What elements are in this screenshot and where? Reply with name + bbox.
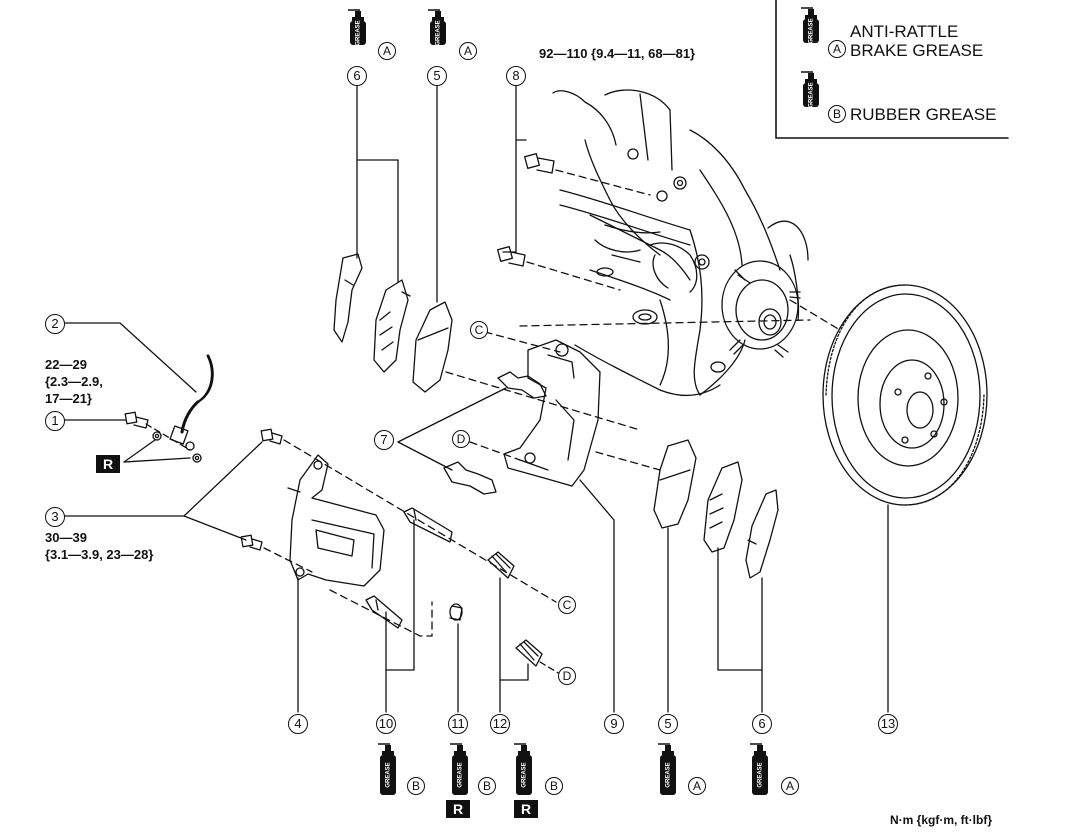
grease-a-symbol: A [459, 42, 477, 60]
replace-mark: R [96, 455, 120, 473]
grease-a-symbol: A [378, 42, 396, 60]
guide-plate-upper-drawing [497, 371, 547, 399]
grease-a-symbol: A [688, 777, 706, 795]
knuckle-bolt-upper-drawing [524, 153, 555, 174]
callout-1: 1 [45, 411, 65, 431]
brake-pad-right-drawing [653, 439, 697, 529]
bushing-drawing [449, 603, 463, 621]
ref-c-top: C [470, 321, 488, 339]
grease-can-text: GREASE [458, 762, 464, 787]
callout-6-top: 6 [347, 66, 367, 86]
grease-can-icon: GREASE [426, 8, 448, 46]
grease-a-line2: BRAKE GREASE [850, 41, 984, 60]
callout-7: 7 [374, 430, 394, 450]
callout-8: 8 [506, 66, 526, 86]
ref-d-bottom: D [558, 667, 576, 685]
callout-9: 9 [604, 714, 624, 734]
grease-can-icon: GREASE [656, 742, 678, 795]
grease-b-label: RUBBER GREASE [850, 105, 997, 124]
guide-pin-lower-drawing [365, 595, 403, 629]
grease-can-text: GREASE [666, 762, 672, 787]
caliper-body-drawing [287, 454, 385, 587]
grease-b-symbol: B [545, 777, 563, 795]
dust-boot-lower-drawing [515, 639, 543, 667]
grease-can-text: GREASE [386, 762, 392, 787]
callout-6-bottom: 6 [752, 714, 772, 734]
mounting-bracket-drawing [503, 339, 601, 487]
grease-can-icon: GREASE [748, 742, 770, 795]
grease-a-symbol: A [828, 40, 846, 58]
banjo-bolt-drawing [124, 411, 202, 463]
shim-outer-left-drawing [333, 253, 363, 343]
torque-spec-bolt-3-line1: 30—39 [45, 530, 87, 545]
grease-b-symbol: B [478, 777, 496, 795]
grease-a-line1: ANTI-RATTLE [850, 22, 959, 41]
caliper-bolt-upper-drawing [260, 428, 283, 445]
grease-can-icon: GREASE [448, 742, 470, 795]
callout-4: 4 [288, 714, 308, 734]
torque-units-label: N·m {kgf·m, ft·lbf} [890, 813, 992, 827]
torque-spec-bolt-1-line2: {2.3—2.9, [45, 374, 103, 389]
callout-3: 3 [45, 507, 65, 527]
grease-can-icon: GREASE [376, 742, 398, 795]
grease-can-icon: GREASE [799, 6, 821, 44]
dust-boot-upper-drawing [487, 551, 515, 579]
caliper-bolt-lower-drawing [240, 534, 263, 551]
shim-inner-left-drawing [373, 279, 411, 373]
grease-can-text: GREASE [809, 18, 815, 43]
callout-13: 13 [878, 714, 898, 734]
callout-5-bottom: 5 [658, 714, 678, 734]
grease-can-text: GREASE [758, 762, 764, 787]
guide-plate-lower-drawing [443, 461, 497, 495]
replace-mark: R [446, 800, 470, 818]
brake-pad-left-drawing [412, 301, 453, 393]
guide-pin-upper-drawing [403, 507, 453, 543]
torque-spec-bolt-1-line3: 17—21} [45, 391, 92, 406]
callout-10: 10 [376, 714, 396, 734]
callout-12: 12 [490, 714, 510, 734]
grease-can-text: GREASE [809, 82, 815, 107]
knuckle-bolt-lower-drawing [497, 246, 526, 267]
callout-5-top: 5 [427, 66, 447, 86]
legend-frame [775, 0, 1009, 139]
disc-rotor-drawing [822, 284, 988, 506]
ref-d-top: D [452, 430, 470, 448]
grease-can-text: GREASE [436, 20, 442, 45]
grease-can-icon: GREASE [346, 8, 368, 46]
shim-outer-right-drawing [745, 489, 779, 579]
grease-a-symbol: A [781, 777, 799, 795]
torque-spec-bolt-8: 92—110 {9.4—11, 68—81} [539, 46, 696, 61]
callout-11: 11 [448, 714, 468, 734]
torque-spec-bolt-3-line2: {3.1—3.9, 23—28} [45, 547, 154, 562]
ref-c-bottom: C [558, 596, 576, 614]
grease-b-symbol: B [407, 777, 425, 795]
grease-b-symbol: B [828, 105, 846, 123]
brake-hose-drawing [169, 354, 214, 451]
steering-knuckle-drawing [552, 89, 809, 397]
replace-mark: R [514, 800, 538, 818]
shim-inner-right-drawing [703, 461, 743, 553]
grease-can-text: GREASE [522, 762, 528, 787]
torque-spec-bolt-1-line1: 22—29 [45, 357, 87, 372]
grease-can-text: GREASE [356, 20, 362, 45]
callout-2: 2 [45, 314, 65, 334]
grease-can-icon: GREASE [512, 742, 534, 795]
grease-can-icon: GREASE [799, 70, 821, 108]
